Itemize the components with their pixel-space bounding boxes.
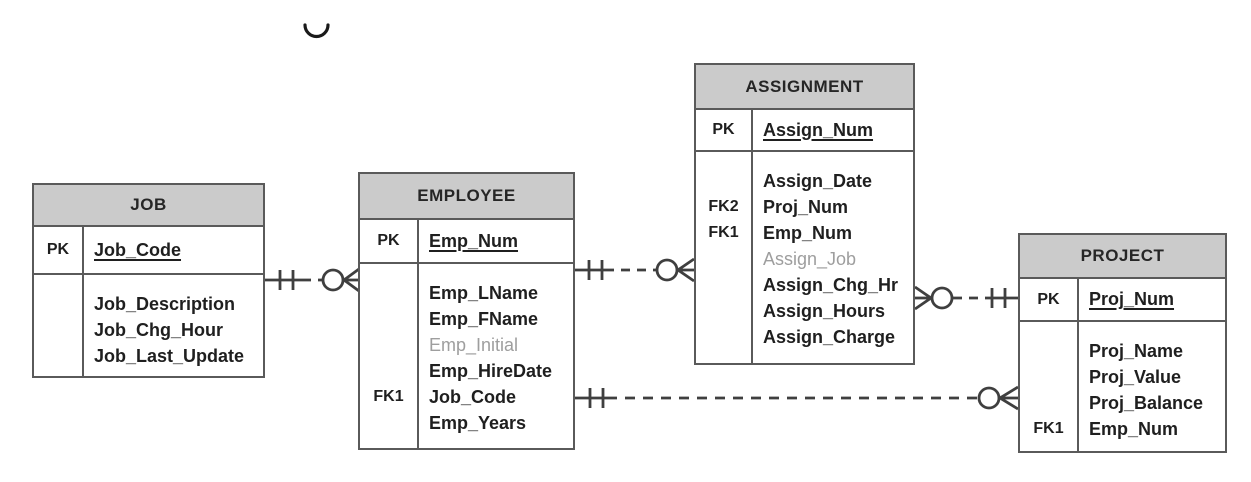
zero-or-many-crow-foot-icon [341, 267, 360, 293]
zero-or-many-crow-foot-icon [997, 385, 1019, 411]
attribute: Emp_LName [429, 283, 539, 303]
attribute-column: Job_Description Job_Chg_Hour Job_Last_Up… [84, 275, 263, 376]
entity-title: EMPLOYEE [360, 174, 573, 220]
entity-title: ASSIGNMENT [696, 65, 913, 110]
fk-label [1020, 338, 1077, 364]
fk-label [360, 410, 417, 436]
attribute: Assign_Chg_Hr [763, 275, 899, 295]
one-tick-icon [278, 270, 295, 290]
attribute-optional: Emp_Initial [429, 335, 519, 355]
optional-circle-icon [977, 386, 1001, 410]
optional-circle-icon [321, 268, 345, 292]
pk-label: PK [1020, 279, 1079, 320]
relationship-project-assignment[interactable] [914, 285, 1018, 311]
relationship-job-employee[interactable] [265, 267, 360, 293]
attribute: Proj_Balance [1089, 393, 1204, 413]
zero-or-many-crow-foot-icon [675, 257, 695, 283]
fk-label [1020, 390, 1077, 416]
fk-label: FK1 [373, 388, 404, 405]
key-column: FK2 FK1 [696, 152, 753, 363]
attribute: Job_Last_Update [94, 346, 245, 366]
entity-title: PROJECT [1020, 235, 1225, 279]
fk-label [34, 317, 82, 343]
fk-label [696, 246, 751, 272]
one-tick-icon [990, 288, 1007, 308]
entity-title: JOB [34, 185, 263, 227]
optional-circle-icon [930, 286, 954, 310]
attribute-section: Job_Description Job_Chg_Hour Job_Last_Up… [34, 275, 263, 376]
attribute-section: FK1 Proj_Name Proj_Value Proj_Balance Em… [1020, 322, 1225, 451]
attribute: Assign_Hours [763, 301, 886, 321]
clipped-circle-glyph [303, 23, 330, 39]
primary-key-row: PK Assign_Num [696, 110, 913, 152]
entity-employee[interactable]: EMPLOYEE PK Emp_Num FK1 Emp_LName Emp_FN… [358, 172, 575, 450]
fk-label [696, 298, 751, 324]
attribute: Proj_Num [763, 197, 849, 217]
optional-circle-icon [655, 258, 679, 282]
fk-label [360, 358, 417, 384]
fk-label: FK1 [708, 224, 739, 241]
key-column: FK1 [1020, 322, 1079, 451]
attribute: Proj_Value [1089, 367, 1182, 387]
attribute-section: FK2 FK1 Assign_Date Proj_Num Emp_Num Ass… [696, 152, 913, 363]
entity-assignment[interactable]: ASSIGNMENT PK Assign_Num FK2 FK1 Assign_… [694, 63, 915, 365]
attribute-column: Assign_Date Proj_Num Emp_Num Assign_Job … [753, 152, 913, 363]
pk-label: PK [696, 110, 753, 150]
attribute: Job_Code [429, 387, 517, 407]
attribute: Emp_Num [1089, 419, 1179, 439]
fk-label [360, 306, 417, 332]
fk-label [696, 324, 751, 350]
primary-key-row: PK Job_Code [34, 227, 263, 275]
relationship-employee-assignment[interactable] [575, 257, 695, 283]
fk-label [1020, 364, 1077, 390]
attribute-column: Proj_Name Proj_Value Proj_Balance Emp_Nu… [1079, 322, 1225, 451]
fk-label [360, 280, 417, 306]
zero-or-many-crow-foot-icon [914, 285, 934, 311]
fk-label [696, 168, 751, 194]
key-column: FK1 [360, 264, 419, 448]
fk-label: FK2 [708, 198, 739, 215]
attribute: Job_Description [94, 294, 236, 314]
attribute: Proj_Name [1089, 341, 1184, 361]
pk-attribute: Emp_Num [429, 230, 519, 251]
primary-key-row: PK Proj_Num [1020, 279, 1225, 322]
attribute: Emp_HireDate [429, 361, 553, 381]
entity-job[interactable]: JOB PK Job_Code Job_Description Job_Chg_… [32, 183, 265, 378]
key-column [34, 275, 84, 376]
attribute-section: FK1 Emp_LName Emp_FName Emp_Initial Emp_… [360, 264, 573, 448]
attribute: Assign_Date [763, 171, 873, 191]
attribute: Assign_Charge [763, 327, 896, 347]
one-tick-icon [588, 388, 605, 408]
fk-label: FK1 [1033, 420, 1064, 437]
pk-attribute: Proj_Num [1089, 289, 1175, 309]
fk-label [34, 343, 82, 369]
fk-label [34, 291, 82, 317]
attribute: Job_Chg_Hour [94, 320, 224, 340]
pk-label: PK [360, 220, 419, 262]
attribute-column: Emp_LName Emp_FName Emp_Initial Emp_Hire… [419, 264, 573, 448]
entity-project[interactable]: PROJECT PK Proj_Num FK1 Proj_Name Proj_V… [1018, 233, 1227, 453]
one-tick-icon [587, 260, 604, 280]
attribute: Emp_FName [429, 309, 539, 329]
attribute: Emp_Num [763, 223, 853, 243]
relationship-employee-project[interactable] [575, 385, 1019, 411]
attribute: Emp_Years [429, 413, 527, 433]
pk-attribute: Job_Code [94, 239, 182, 260]
fk-label [360, 332, 417, 358]
fk-label [696, 272, 751, 298]
pk-label: PK [34, 227, 84, 273]
pk-attribute: Assign_Num [763, 119, 874, 140]
primary-key-row: PK Emp_Num [360, 220, 573, 264]
attribute-optional: Assign_Job [763, 249, 857, 269]
